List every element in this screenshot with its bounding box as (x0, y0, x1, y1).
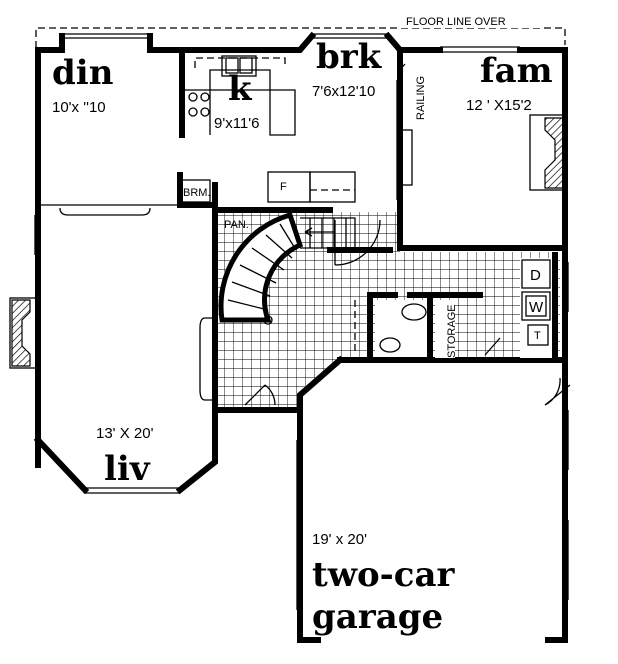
washer-label: W (529, 299, 544, 316)
storage: STORAGE (435, 300, 458, 358)
interior-walls (40, 47, 563, 363)
liv-size: 13' X 20' (96, 425, 154, 442)
exterior-walls (33, 31, 568, 643)
kitchen-counters: F (182, 55, 356, 203)
garage-size: 19' x 20' (312, 531, 367, 548)
liv-name: liv (104, 449, 151, 489)
fam-size: 12 ' X15'2 (466, 97, 532, 114)
doors (199, 219, 571, 406)
dryer-label: D (530, 267, 541, 284)
broom-closet (181, 179, 211, 203)
windows (34, 33, 569, 610)
garage-name-line1: two-car (312, 555, 455, 595)
fridge-label: F (280, 181, 287, 193)
garage-name-line2: garage (312, 597, 443, 637)
brk-size: 7'6x12'10 (312, 83, 375, 100)
storage-label: STORAGE (446, 304, 458, 358)
fireplace-fam (529, 114, 566, 191)
brm-label: BRM. (183, 187, 211, 199)
floor-line-label: FLOOR LINE OVER (406, 16, 506, 28)
din-name: din (52, 53, 113, 93)
railing: RAILING (396, 63, 427, 200)
curved-stair (218, 211, 356, 325)
brk-name: brk (316, 37, 383, 77)
k-name: k (228, 69, 253, 109)
floor-line-over: FLOOR LINE OVER (35, 12, 566, 48)
fireplace-liv (9, 297, 39, 369)
railing-label: RAILING (415, 76, 427, 120)
din-size: 10'x ''10 (52, 99, 106, 116)
laundry: D W T (520, 258, 552, 358)
k-size: 9'x11'6 (214, 115, 259, 132)
powder-room (354, 300, 427, 357)
tub-label: T (534, 330, 541, 342)
pan-label: PAN. (224, 219, 249, 231)
fam-name: fam (480, 51, 553, 91)
